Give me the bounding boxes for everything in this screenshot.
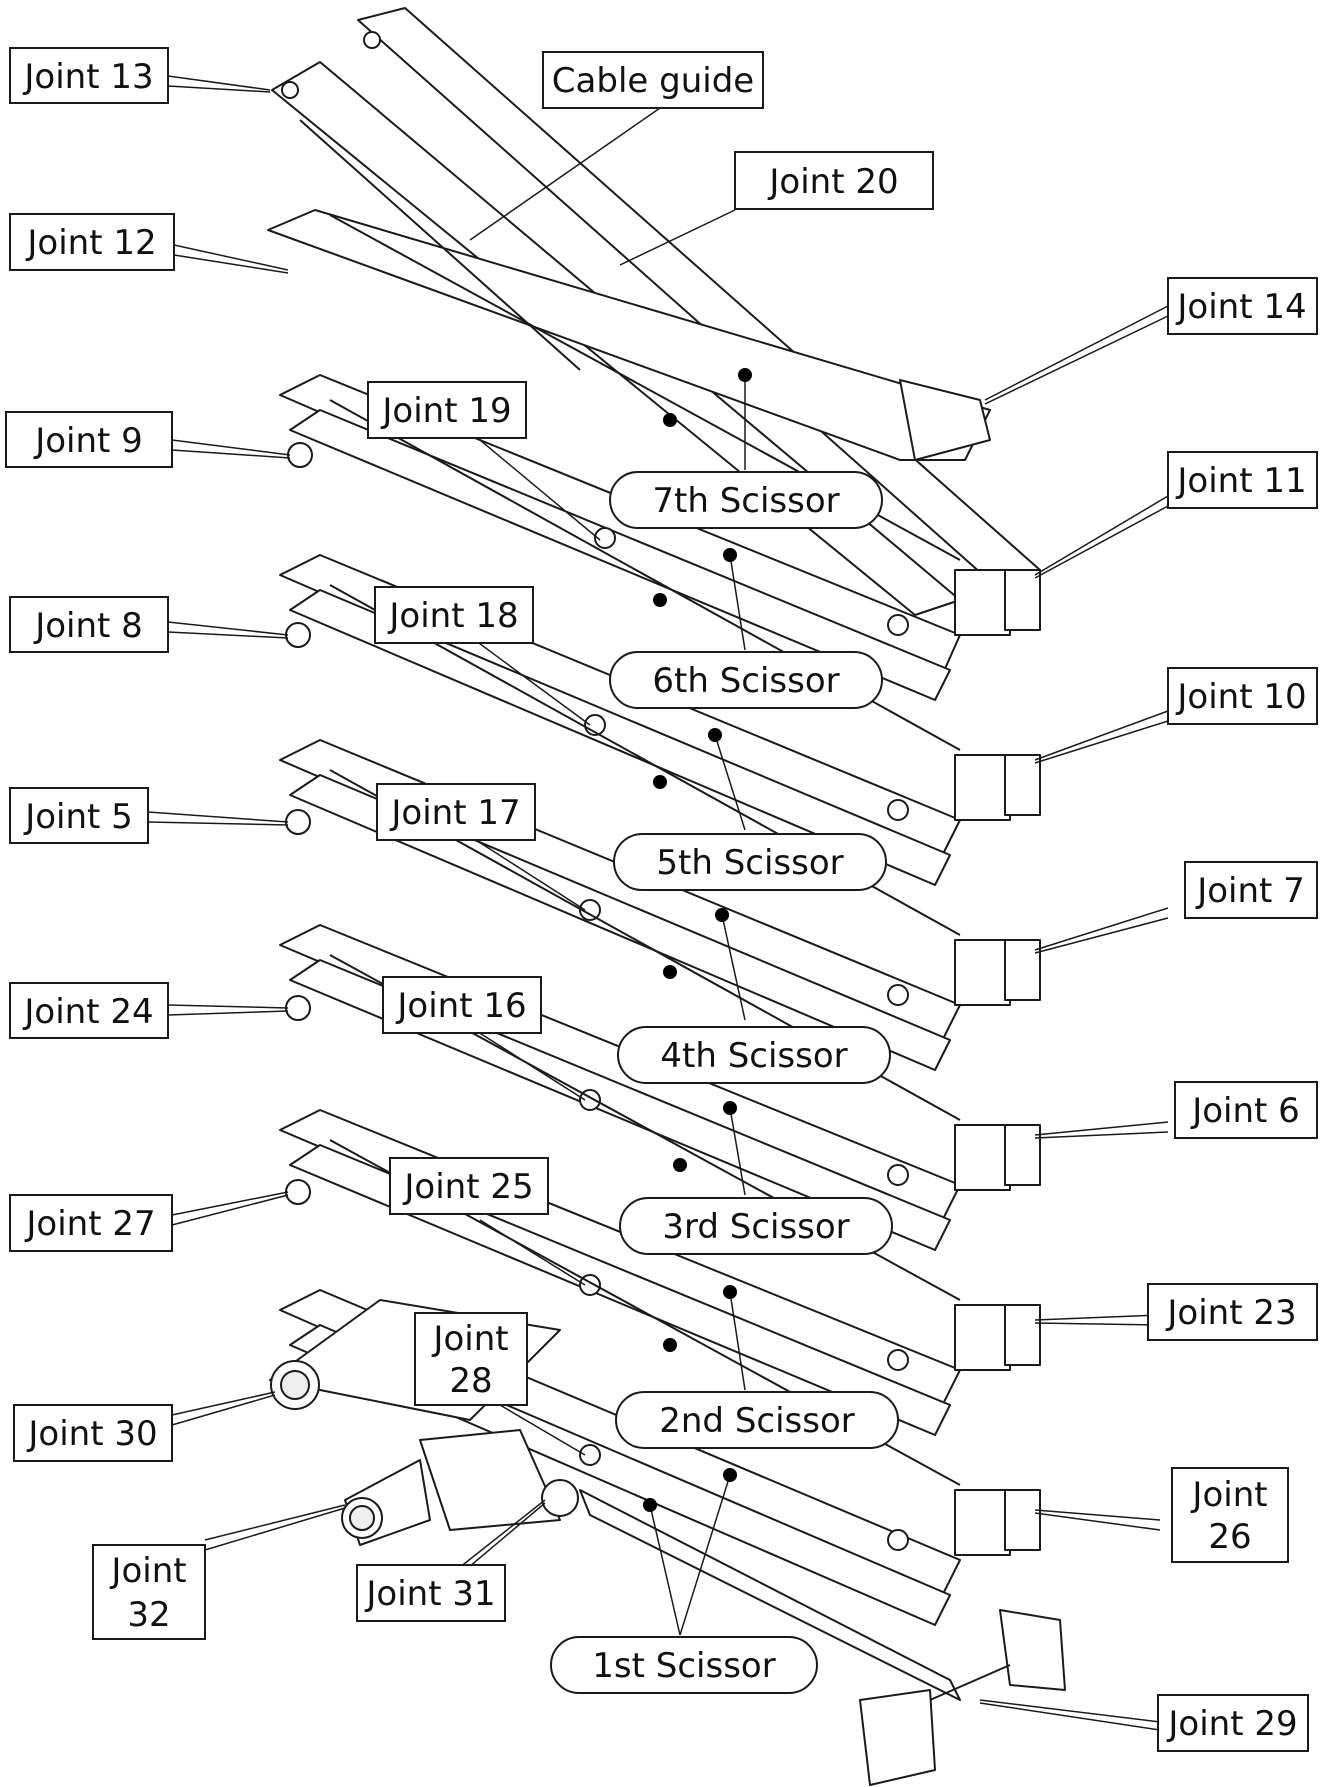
svg-text:Joint: Joint bbox=[1190, 1475, 1267, 1515]
label-joint-19: Joint 19 bbox=[367, 381, 527, 439]
label-joint-28: Joint 28 bbox=[414, 1312, 528, 1406]
svg-text:Joint 18: Joint 18 bbox=[387, 596, 518, 636]
label-joint-27: Joint 27 bbox=[9, 1194, 173, 1252]
label-joint-26: Joint 26 bbox=[1171, 1467, 1289, 1563]
svg-text:Joint 20: Joint 20 bbox=[767, 162, 898, 202]
label-1st-scissor: 1st Scissor bbox=[550, 1636, 818, 1694]
top-arms bbox=[267, 7, 1041, 616]
svg-text:Joint 14: Joint 14 bbox=[1175, 287, 1306, 327]
svg-text:Joint 16: Joint 16 bbox=[395, 986, 526, 1026]
label-joint-18: Joint 18 bbox=[374, 586, 534, 644]
svg-text:Cable guide: Cable guide bbox=[552, 61, 754, 101]
label-joint-8: Joint 8 bbox=[9, 596, 169, 653]
label-joint-13: Joint 13 bbox=[9, 47, 169, 104]
label-4th-scissor: 4th Scissor bbox=[617, 1026, 891, 1084]
label-cable-guide: Cable guide bbox=[542, 51, 764, 109]
label-joint-11: Joint 11 bbox=[1167, 451, 1318, 509]
label-6th-scissor: 6th Scissor bbox=[609, 651, 883, 709]
svg-text:Joint: Joint bbox=[431, 1319, 508, 1359]
label-joint-31: Joint 31 bbox=[356, 1564, 506, 1622]
svg-text:28: 28 bbox=[449, 1361, 492, 1401]
label-joint-6: Joint 6 bbox=[1174, 1081, 1318, 1139]
svg-text:Joint 5: Joint 5 bbox=[23, 797, 133, 837]
leader-lines bbox=[147, 75, 1169, 1731]
label-3rd-scissor: 3rd Scissor bbox=[619, 1197, 893, 1255]
svg-text:26: 26 bbox=[1208, 1517, 1251, 1557]
svg-text:Joint 31: Joint 31 bbox=[364, 1574, 495, 1614]
svg-text:Joint 9: Joint 9 bbox=[33, 421, 143, 461]
svg-text:2nd Scissor: 2nd Scissor bbox=[659, 1401, 855, 1441]
label-joint-9: Joint 9 bbox=[5, 411, 173, 468]
scissor-labels: 7th Scissor 6th Scissor 5th Scissor 4th … bbox=[550, 471, 899, 1694]
svg-text:5th Scissor: 5th Scissor bbox=[656, 843, 843, 883]
svg-text:Joint 11: Joint 11 bbox=[1175, 461, 1306, 501]
label-joint-24: Joint 24 bbox=[9, 982, 169, 1039]
label-joint-5: Joint 5 bbox=[9, 787, 149, 844]
label-joint-7: Joint 7 bbox=[1184, 861, 1318, 919]
label-joint-20: Joint 20 bbox=[734, 151, 934, 210]
svg-text:Joint 23: Joint 23 bbox=[1165, 1293, 1296, 1333]
label-7th-scissor: 7th Scissor bbox=[609, 471, 883, 529]
label-5th-scissor: 5th Scissor bbox=[613, 833, 887, 891]
joint-labels: Joint 13 Cable guide Joint 20 Joint 12 J… bbox=[5, 47, 1318, 1752]
label-joint-10: Joint 10 bbox=[1167, 667, 1318, 725]
label-joint-17: Joint 17 bbox=[376, 783, 536, 841]
label-joint-32: Joint 32 bbox=[92, 1544, 206, 1640]
svg-text:Joint 25: Joint 25 bbox=[402, 1167, 533, 1207]
svg-text:7th Scissor: 7th Scissor bbox=[652, 481, 839, 521]
svg-text:Joint 24: Joint 24 bbox=[22, 992, 153, 1032]
svg-text:4th Scissor: 4th Scissor bbox=[660, 1036, 847, 1076]
svg-text:Joint 6: Joint 6 bbox=[1190, 1091, 1300, 1131]
label-joint-30: Joint 30 bbox=[13, 1404, 173, 1462]
svg-text:32: 32 bbox=[127, 1595, 170, 1635]
label-joint-23: Joint 23 bbox=[1147, 1283, 1318, 1341]
label-joint-14: Joint 14 bbox=[1167, 277, 1318, 335]
svg-text:Joint 8: Joint 8 bbox=[33, 606, 143, 646]
svg-text:Joint 19: Joint 19 bbox=[380, 391, 511, 431]
level-7 bbox=[279, 374, 1041, 701]
svg-text:Joint: Joint bbox=[109, 1551, 186, 1591]
callout-dots bbox=[643, 368, 752, 1512]
label-joint-29: Joint 29 bbox=[1157, 1694, 1309, 1752]
label-joint-25: Joint 25 bbox=[389, 1157, 549, 1215]
svg-text:Joint 7: Joint 7 bbox=[1195, 871, 1305, 911]
svg-text:Joint 17: Joint 17 bbox=[389, 793, 520, 833]
label-joint-12: Joint 12 bbox=[9, 213, 175, 271]
svg-text:1st Scissor: 1st Scissor bbox=[592, 1646, 775, 1686]
mechanism-drawing bbox=[267, 7, 1066, 1786]
svg-text:Joint 29: Joint 29 bbox=[1166, 1704, 1297, 1744]
svg-text:Joint 10: Joint 10 bbox=[1175, 677, 1306, 717]
svg-text:Joint 13: Joint 13 bbox=[22, 57, 153, 97]
svg-text:3rd Scissor: 3rd Scissor bbox=[662, 1207, 849, 1247]
svg-text:Joint 12: Joint 12 bbox=[25, 223, 156, 263]
label-joint-16: Joint 16 bbox=[382, 976, 542, 1034]
svg-text:Joint 27: Joint 27 bbox=[24, 1204, 155, 1244]
svg-text:6th Scissor: 6th Scissor bbox=[652, 661, 839, 701]
svg-text:Joint 30: Joint 30 bbox=[26, 1414, 157, 1454]
label-2nd-scissor: 2nd Scissor bbox=[615, 1391, 899, 1449]
